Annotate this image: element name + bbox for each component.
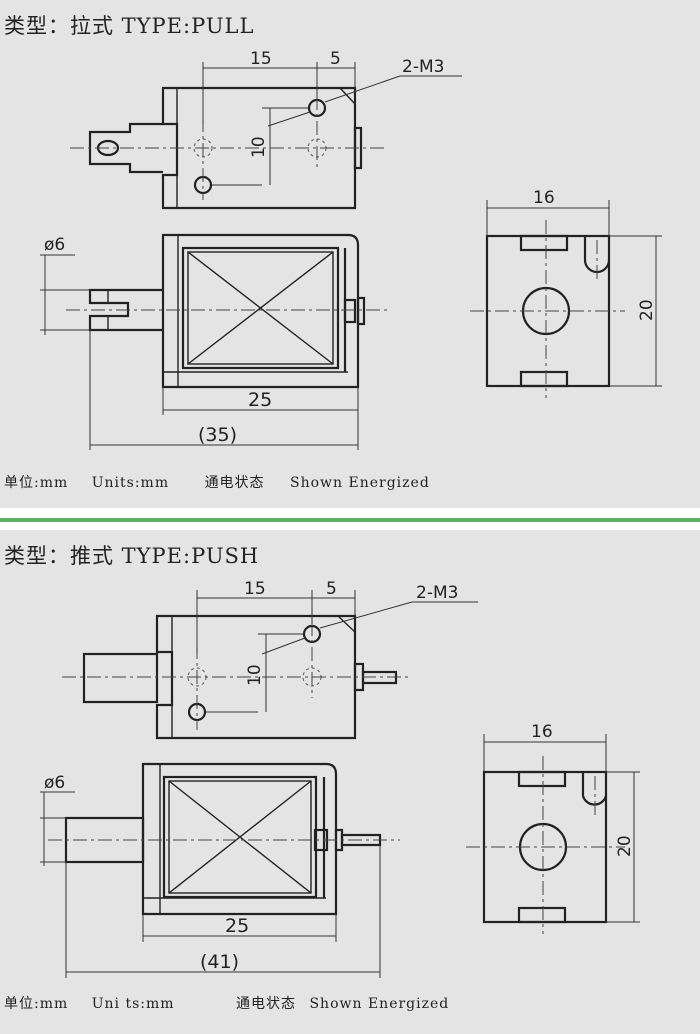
pull-top-view <box>70 62 462 210</box>
pull-footer: 单位:mm Units:mm 通电状态 Shown Energized <box>4 472 430 492</box>
pull-dim-20: 20 <box>637 299 657 321</box>
push-drawing: 15 5 2-M3 10 <box>40 579 640 978</box>
pull-state-cn: 通电状态 <box>204 475 265 491</box>
push-dim-10: 10 <box>245 664 265 686</box>
push-footer: 单位:mm Uni ts:mm 通电状态 Shown Energized <box>4 993 449 1013</box>
pull-state-en: Shown Energized <box>290 475 430 491</box>
pull-unit-cn: 单位:mm <box>4 475 69 491</box>
pull-dim-16: 16 <box>533 188 555 208</box>
pull-thread-label: 2-M3 <box>402 57 444 77</box>
pull-type-panel: 类型：拉式 TYPE:PULL <box>0 0 700 508</box>
pull-front-view <box>40 233 390 450</box>
pull-type-title: 类型：拉式 TYPE:PULL <box>4 14 255 38</box>
push-unit-en: Uni ts:mm <box>91 996 175 1012</box>
push-side-view <box>466 734 640 934</box>
push-dim-dia6: ø6 <box>44 773 65 793</box>
push-dim-16: 16 <box>531 722 553 742</box>
push-type-panel: 类型：推式 TYPE:PUSH <box>0 530 700 1034</box>
push-dim-15: 15 <box>244 579 266 599</box>
pull-drawing: 15 5 2-M3 10 <box>40 49 662 450</box>
push-dim-41: (41) <box>200 951 239 973</box>
pull-dim-15: 15 <box>250 49 272 69</box>
pull-side-view <box>470 200 662 398</box>
separator-green-line <box>0 518 700 522</box>
push-top-view <box>62 590 478 740</box>
push-state-cn: 通电状态 <box>236 996 297 1012</box>
pull-dim-5: 5 <box>330 49 341 69</box>
separator-bottom <box>0 522 700 530</box>
push-type-title: 类型：推式 TYPE:PUSH <box>4 544 260 568</box>
pull-dim-dia6: ø6 <box>44 235 65 255</box>
separator-top <box>0 508 700 518</box>
push-unit-cn: 单位:mm <box>4 996 69 1012</box>
push-front-view <box>40 762 400 978</box>
push-dim-20: 20 <box>615 835 635 857</box>
push-thread-label: 2-M3 <box>416 583 458 603</box>
push-dim-25: 25 <box>225 915 249 937</box>
pull-dim-35: (35) <box>198 424 237 446</box>
pull-dim-10: 10 <box>249 136 269 158</box>
pull-dim-25: 25 <box>248 389 272 411</box>
push-state-en: Shown Energized <box>309 996 450 1012</box>
pull-unit-en: Units:mm <box>91 475 170 491</box>
push-dim-5: 5 <box>326 579 337 599</box>
